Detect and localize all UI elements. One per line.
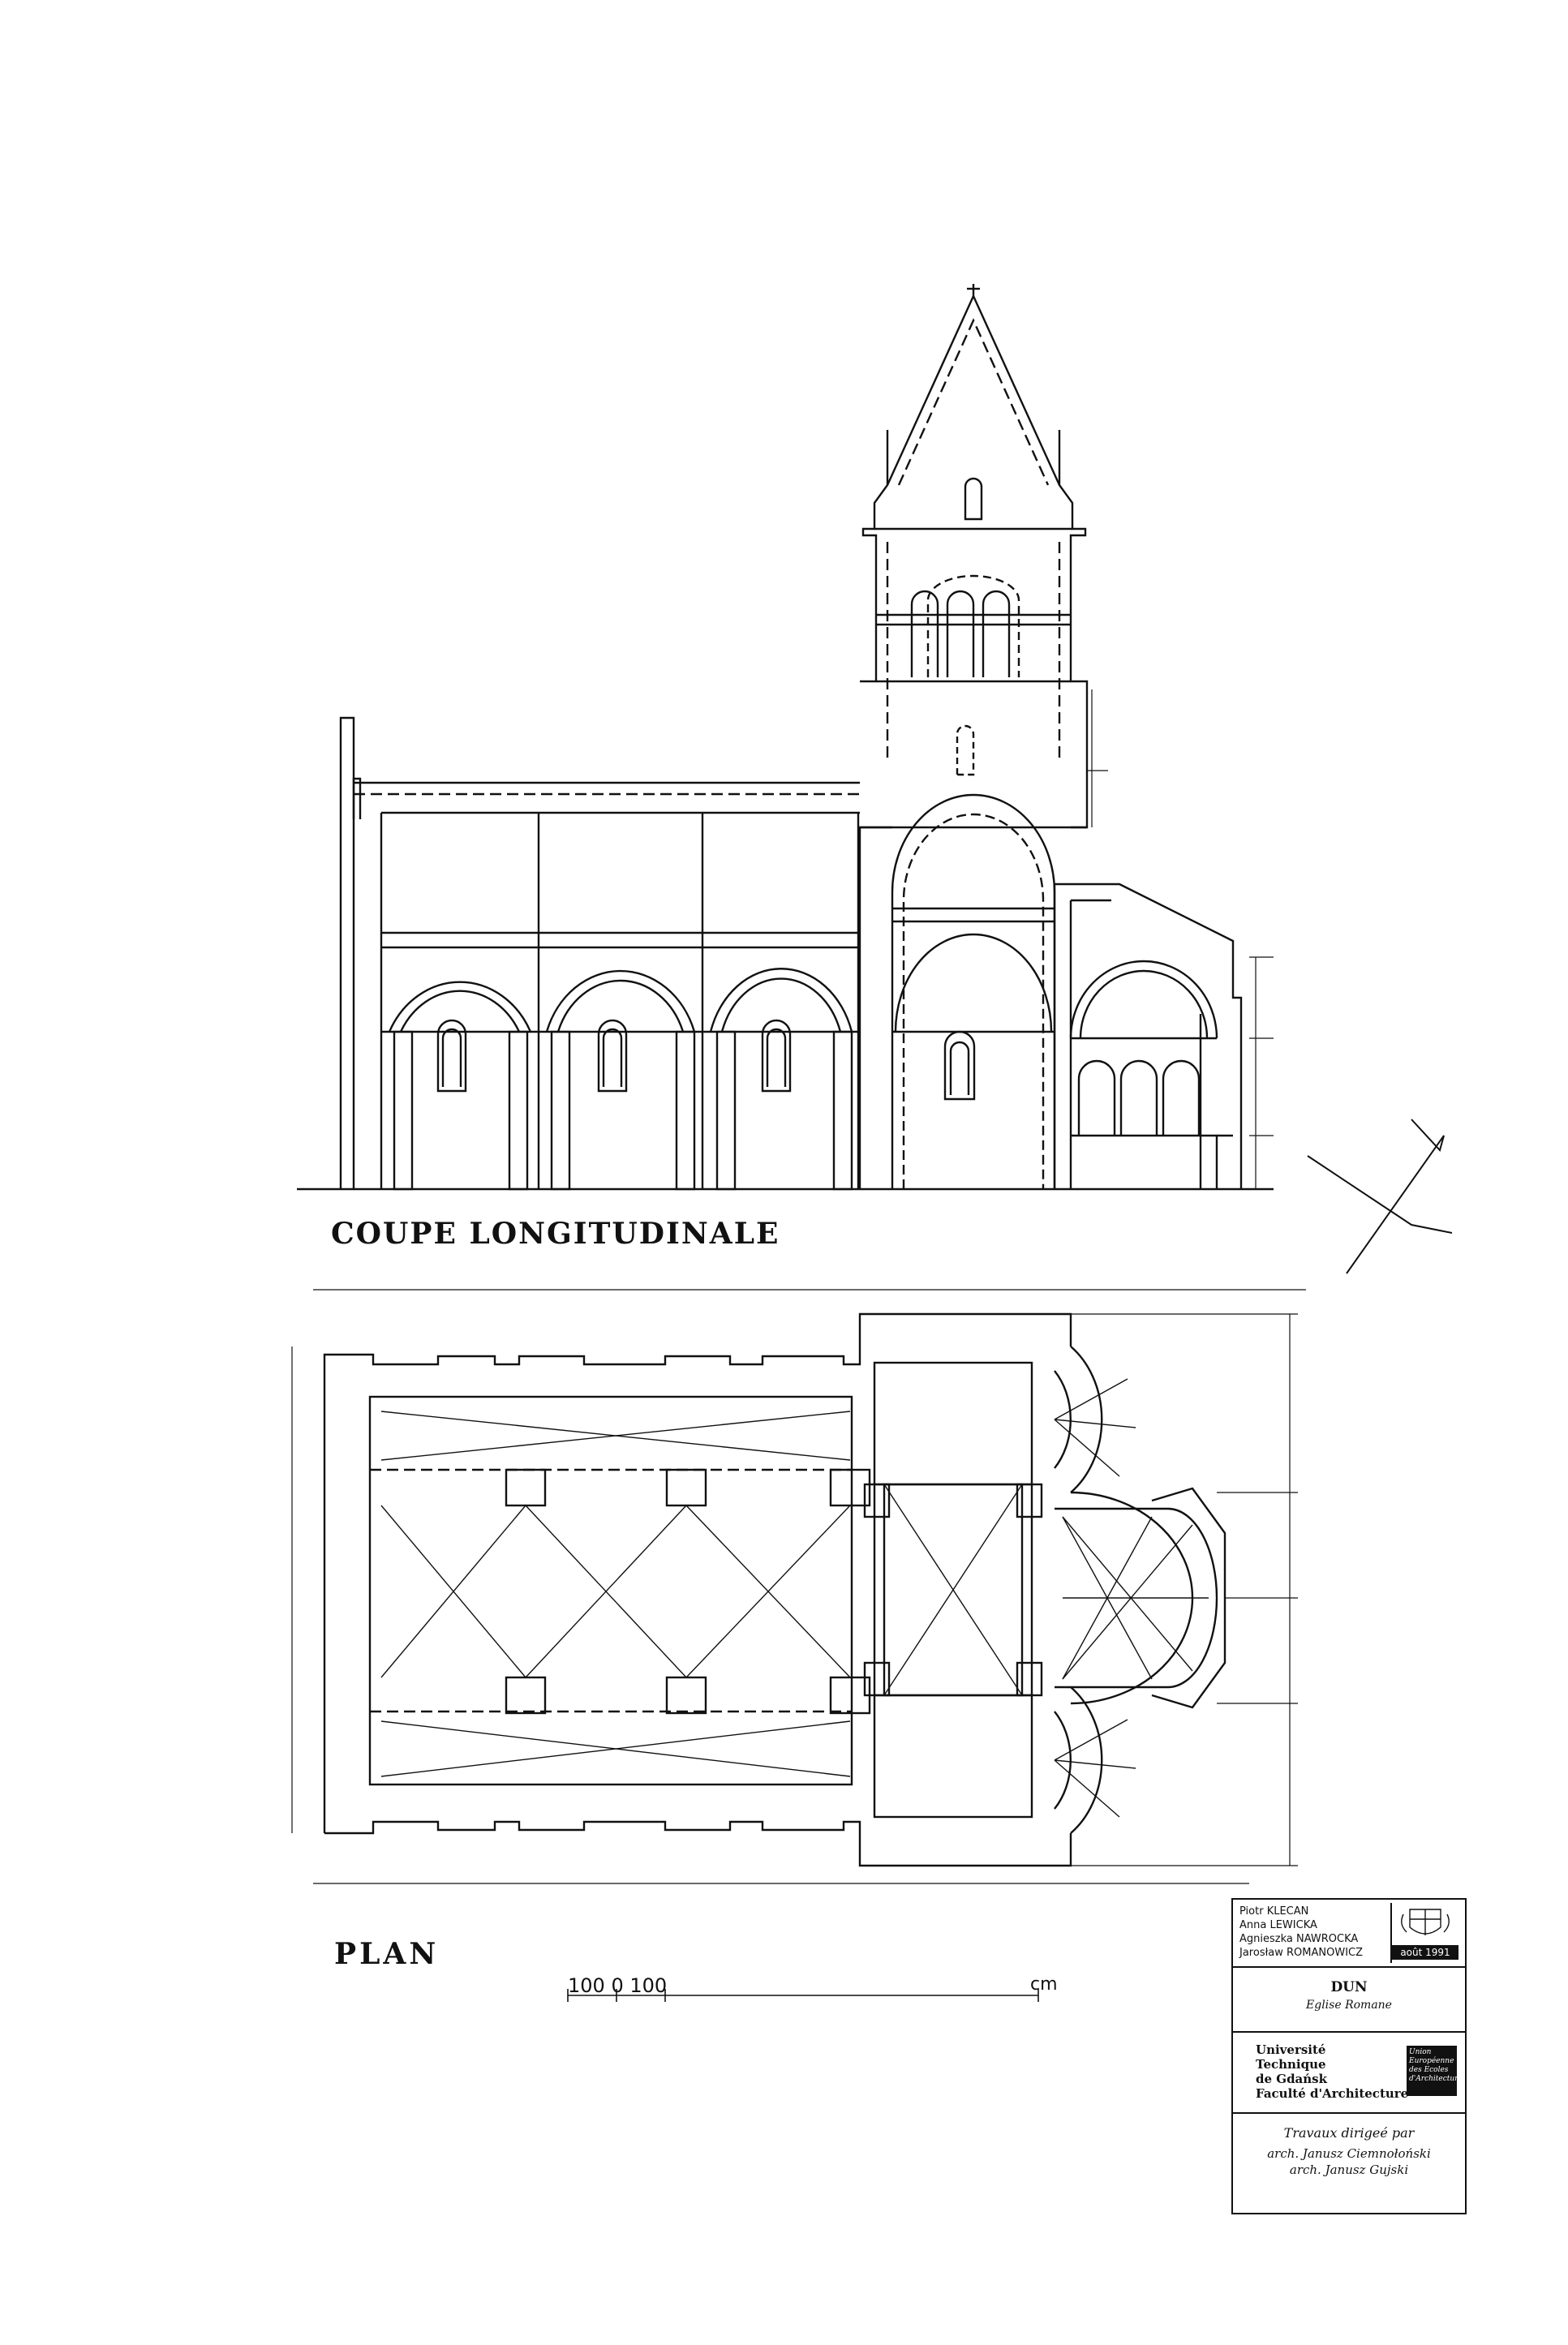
project-row: DUN Eglise Romane: [1233, 1968, 1465, 2033]
authors-row: Piotr KLECAN Anna LEWICKA Agnieszka NAWR…: [1233, 1900, 1465, 1968]
school-row: Université Technique de Gdańsk Faculté d…: [1233, 2033, 1465, 2114]
logo-text: Union Européenne des Ecoles d'Architectu…: [1409, 2048, 1463, 2083]
school-line: Université: [1256, 2042, 1326, 2057]
project-name: DUN: [1330, 1979, 1368, 1995]
section-title: COUPE LONGITUDINALE: [331, 1217, 780, 1251]
plan-title: PLAN: [334, 1937, 440, 1971]
floor-plan: [291, 1289, 1306, 1884]
longitudinal-section: [297, 284, 1453, 1274]
supervisor-name: arch. Janusz Ciemnołoński: [1267, 2146, 1431, 2161]
supervision-row: Travaux dirigeé par arch. Janusz Ciemnoł…: [1233, 2114, 1465, 2214]
project-subtitle: Eglise Romane: [1306, 1999, 1392, 2012]
seal-emblem-icon: août 1991: [1390, 1903, 1462, 1963]
author-name: Piotr KLECAN: [1239, 1905, 1309, 1918]
title-block: Piotr KLECAN Anna LEWICKA Agnieszka NAWR…: [1231, 1898, 1467, 2214]
school-name: Université Technique de Gdańsk Faculté d…: [1256, 2042, 1408, 2101]
scale-label: 100 0 100: [568, 1974, 668, 1997]
coat-of-arms-icon: [1401, 1909, 1450, 1935]
author-name: Agnieszka NAWROCKA: [1239, 1933, 1359, 1945]
author-name: Anna LEWICKA: [1239, 1919, 1317, 1931]
author-names: Piotr KLECAN Anna LEWICKA Agnieszka NAWR…: [1239, 1905, 1363, 1960]
author-name: Jarosław ROMANOWICZ: [1239, 1947, 1364, 1959]
school-logo-icon: Union Européenne des Ecoles d'Architectu…: [1407, 2046, 1463, 2096]
supervisor-name: arch. Janusz Gujski: [1289, 2162, 1409, 2177]
school-line: de Gdańsk: [1256, 2072, 1328, 2086]
school-line: Faculté d'Architecture: [1256, 2086, 1409, 2101]
supervisor-list: arch. Janusz Ciemnołoński arch. Janusz G…: [1233, 2145, 1465, 2178]
supervision-heading: Travaux dirigeé par: [1283, 2125, 1415, 2141]
scale-unit: cm: [1030, 1974, 1058, 1995]
school-line: Technique: [1256, 2057, 1326, 2072]
scale-bar: [567, 1989, 1039, 2002]
date-badge: août 1991: [1392, 1945, 1458, 1960]
